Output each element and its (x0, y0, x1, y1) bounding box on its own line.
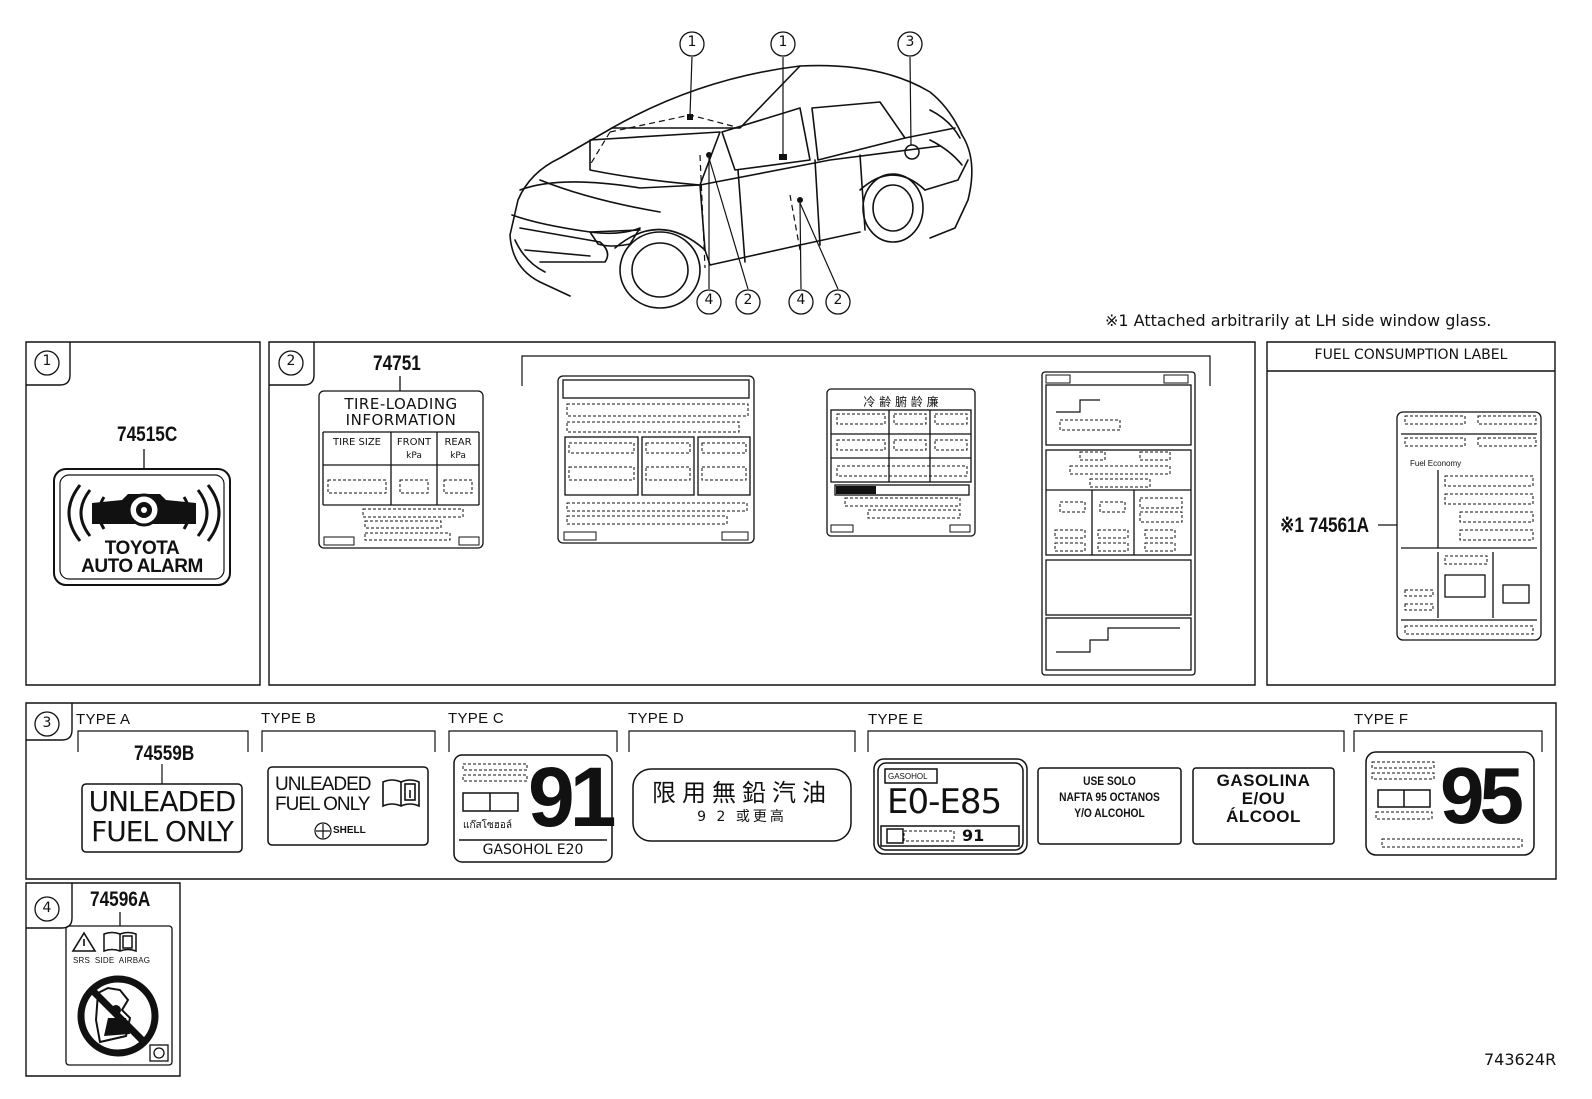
rear-header: REAR (444, 437, 472, 448)
type-f-octane-number: 95 (1440, 751, 1524, 840)
shell-logo-text: SHELL (333, 825, 366, 836)
type-a-heading: TYPE A (76, 711, 131, 728)
panel-1-number: 1 (42, 353, 52, 369)
footnote: ※1 Attached arbitrarily at LH side windo… (1105, 311, 1492, 330)
tire-size-header: TIRE SIZE (333, 437, 381, 448)
car-key-icon (92, 493, 196, 527)
type-c-gasohol-e20: GASOHOL E20 (482, 842, 584, 858)
type-b-line-2: FUEL ONLY (275, 794, 370, 815)
type-e-gasohol-tag: GASOHOL (888, 772, 928, 781)
type-b-line-1: UNLEADED (275, 774, 371, 795)
auto-alarm-line-1: TOYOTA (104, 538, 180, 559)
panel-4-number: 4 (42, 900, 52, 916)
type-f-heading: TYPE F (1354, 711, 1409, 728)
callout-2: 2 (743, 292, 753, 308)
front-header: FRONT (396, 437, 432, 448)
type-a-line-1: UNLEADED (88, 785, 237, 818)
part-number-74515C: 74515C (117, 423, 178, 446)
type-e-portuguese-line-1: GASOLINA (1216, 771, 1311, 790)
type-e-spanish-line-2: NAFTA 95 OCTANOS (1059, 790, 1160, 804)
tire-loading-title-2: INFORMATION (345, 411, 457, 429)
type-e-spanish-line-1: USE SOLO (1083, 774, 1136, 788)
auto-alarm-line-2: AUTO ALARM (81, 556, 203, 577)
callout-1: 1 (778, 34, 788, 50)
jp-label-header: 冷 齢 腑 龄 廉 (863, 395, 939, 409)
srs-side-airbag-text: SRS SIDE AIRBAG (73, 956, 151, 965)
fuel-economy-heading: Fuel Economy (1410, 459, 1462, 468)
type-d-chinese-line-2: 9 2 或更高 (697, 809, 787, 825)
part-number-74559B: 74559B (134, 742, 195, 765)
callout-2: 2 (833, 292, 843, 308)
type-c-thai-text: แก๊สโซฮอล์ (463, 820, 512, 831)
part-number-74596A: 74596A (90, 888, 151, 911)
rear-unit: kPa (450, 451, 466, 461)
fuel-consumption-title: FUEL CONSUMPTION LABEL (1314, 347, 1508, 363)
part-number-74561A: ※1 74561A (1280, 514, 1370, 537)
type-b-heading: TYPE B (261, 710, 317, 727)
type-d-heading: TYPE D (628, 710, 684, 727)
panel-2-number: 2 (286, 353, 296, 369)
callout-4: 4 (796, 292, 806, 308)
manual-book-icon (382, 779, 420, 808)
type-e-spanish-line-3: Y/O ALCOHOL (1074, 806, 1145, 820)
type-e-portuguese-line-3: ÁLCOOL (1226, 807, 1301, 826)
type-e-octane-small: 91 (962, 826, 985, 845)
panel-3-number: 3 (42, 715, 52, 731)
no-child-seat-prohibition-icon (77, 975, 159, 1057)
drawing-code: 743624R (1484, 1050, 1557, 1069)
front-unit: kPa (406, 451, 422, 461)
callout-4: 4 (704, 292, 714, 308)
part-number-74751: 74751 (373, 352, 421, 375)
type-e-portuguese-line-2: E/OU (1241, 789, 1286, 808)
tire-loading-title-1: TIRE-LOADING (344, 395, 458, 413)
type-d-chinese-line-1: 限用無鉛汽油 (652, 779, 832, 807)
type-c-heading: TYPE C (448, 710, 504, 727)
manual-book-icon (103, 931, 137, 953)
callout-3: 3 (905, 34, 915, 50)
type-e-heading: TYPE E (868, 711, 924, 728)
shell-logo-icon (314, 822, 332, 840)
type-e-e0-e85: E0-E85 (887, 782, 1002, 822)
warning-triangle-icon (71, 931, 97, 952)
type-a-line-2: FUEL ONLY (91, 815, 234, 848)
type-c-octane-number: 91 (528, 750, 616, 844)
callout-1: 1 (687, 34, 697, 50)
